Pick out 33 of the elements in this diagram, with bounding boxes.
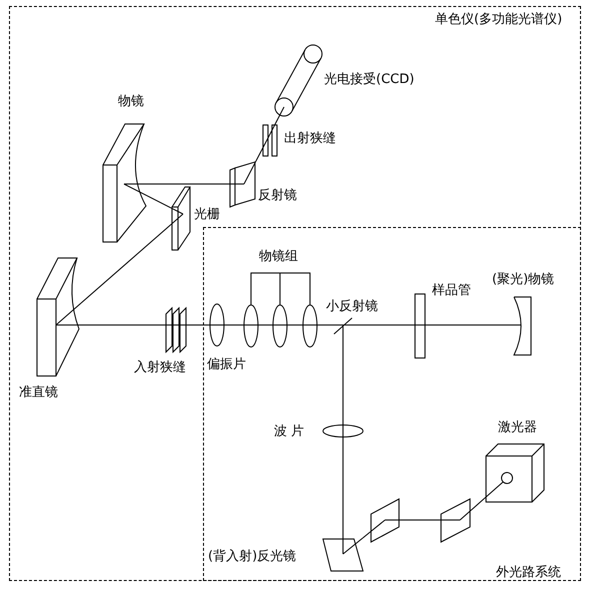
component-label: 反射镜 bbox=[258, 188, 297, 203]
component-label: 准直镜 bbox=[19, 385, 58, 400]
component-label: 物镜 bbox=[118, 94, 144, 109]
component-label: (背入射)反光镜 bbox=[208, 549, 296, 564]
light-beam bbox=[256, 149, 262, 162]
component-label: 波 片 bbox=[274, 424, 304, 439]
component-label: 出射狭缝 bbox=[284, 131, 336, 146]
light-beam bbox=[470, 497, 486, 511]
component-label: 样品管 bbox=[432, 283, 471, 298]
component-label: 入射狭缝 bbox=[134, 360, 186, 375]
dashed-region bbox=[203, 227, 581, 581]
component-label: (聚光)物镜 bbox=[492, 272, 554, 287]
light-beam bbox=[342, 438, 344, 538]
light-beam bbox=[186, 324, 210, 326]
component-label: 激光器 bbox=[498, 420, 537, 435]
component-label: 物镜组 bbox=[259, 249, 298, 264]
light-beam bbox=[80, 224, 172, 304]
dashed-region bbox=[9, 6, 581, 581]
component-label: 小反射镜 bbox=[326, 299, 378, 314]
light-beam bbox=[426, 324, 514, 326]
component-label: 偏振片 bbox=[207, 357, 246, 372]
light-beam bbox=[318, 324, 334, 326]
light-beam bbox=[80, 324, 166, 326]
light-beam bbox=[146, 195, 172, 208]
component-label: 光栅 bbox=[194, 207, 220, 222]
light-beam bbox=[224, 324, 244, 326]
light-beam bbox=[352, 324, 414, 326]
light-beam bbox=[362, 532, 370, 538]
light-beam bbox=[342, 334, 344, 424]
light-beam bbox=[274, 118, 279, 124]
region-title: 外光路系统 bbox=[496, 565, 561, 580]
region-title: 单色仪(多功能光谱仪) bbox=[435, 12, 562, 27]
component-label: 光电接受(CCD) bbox=[324, 72, 414, 87]
